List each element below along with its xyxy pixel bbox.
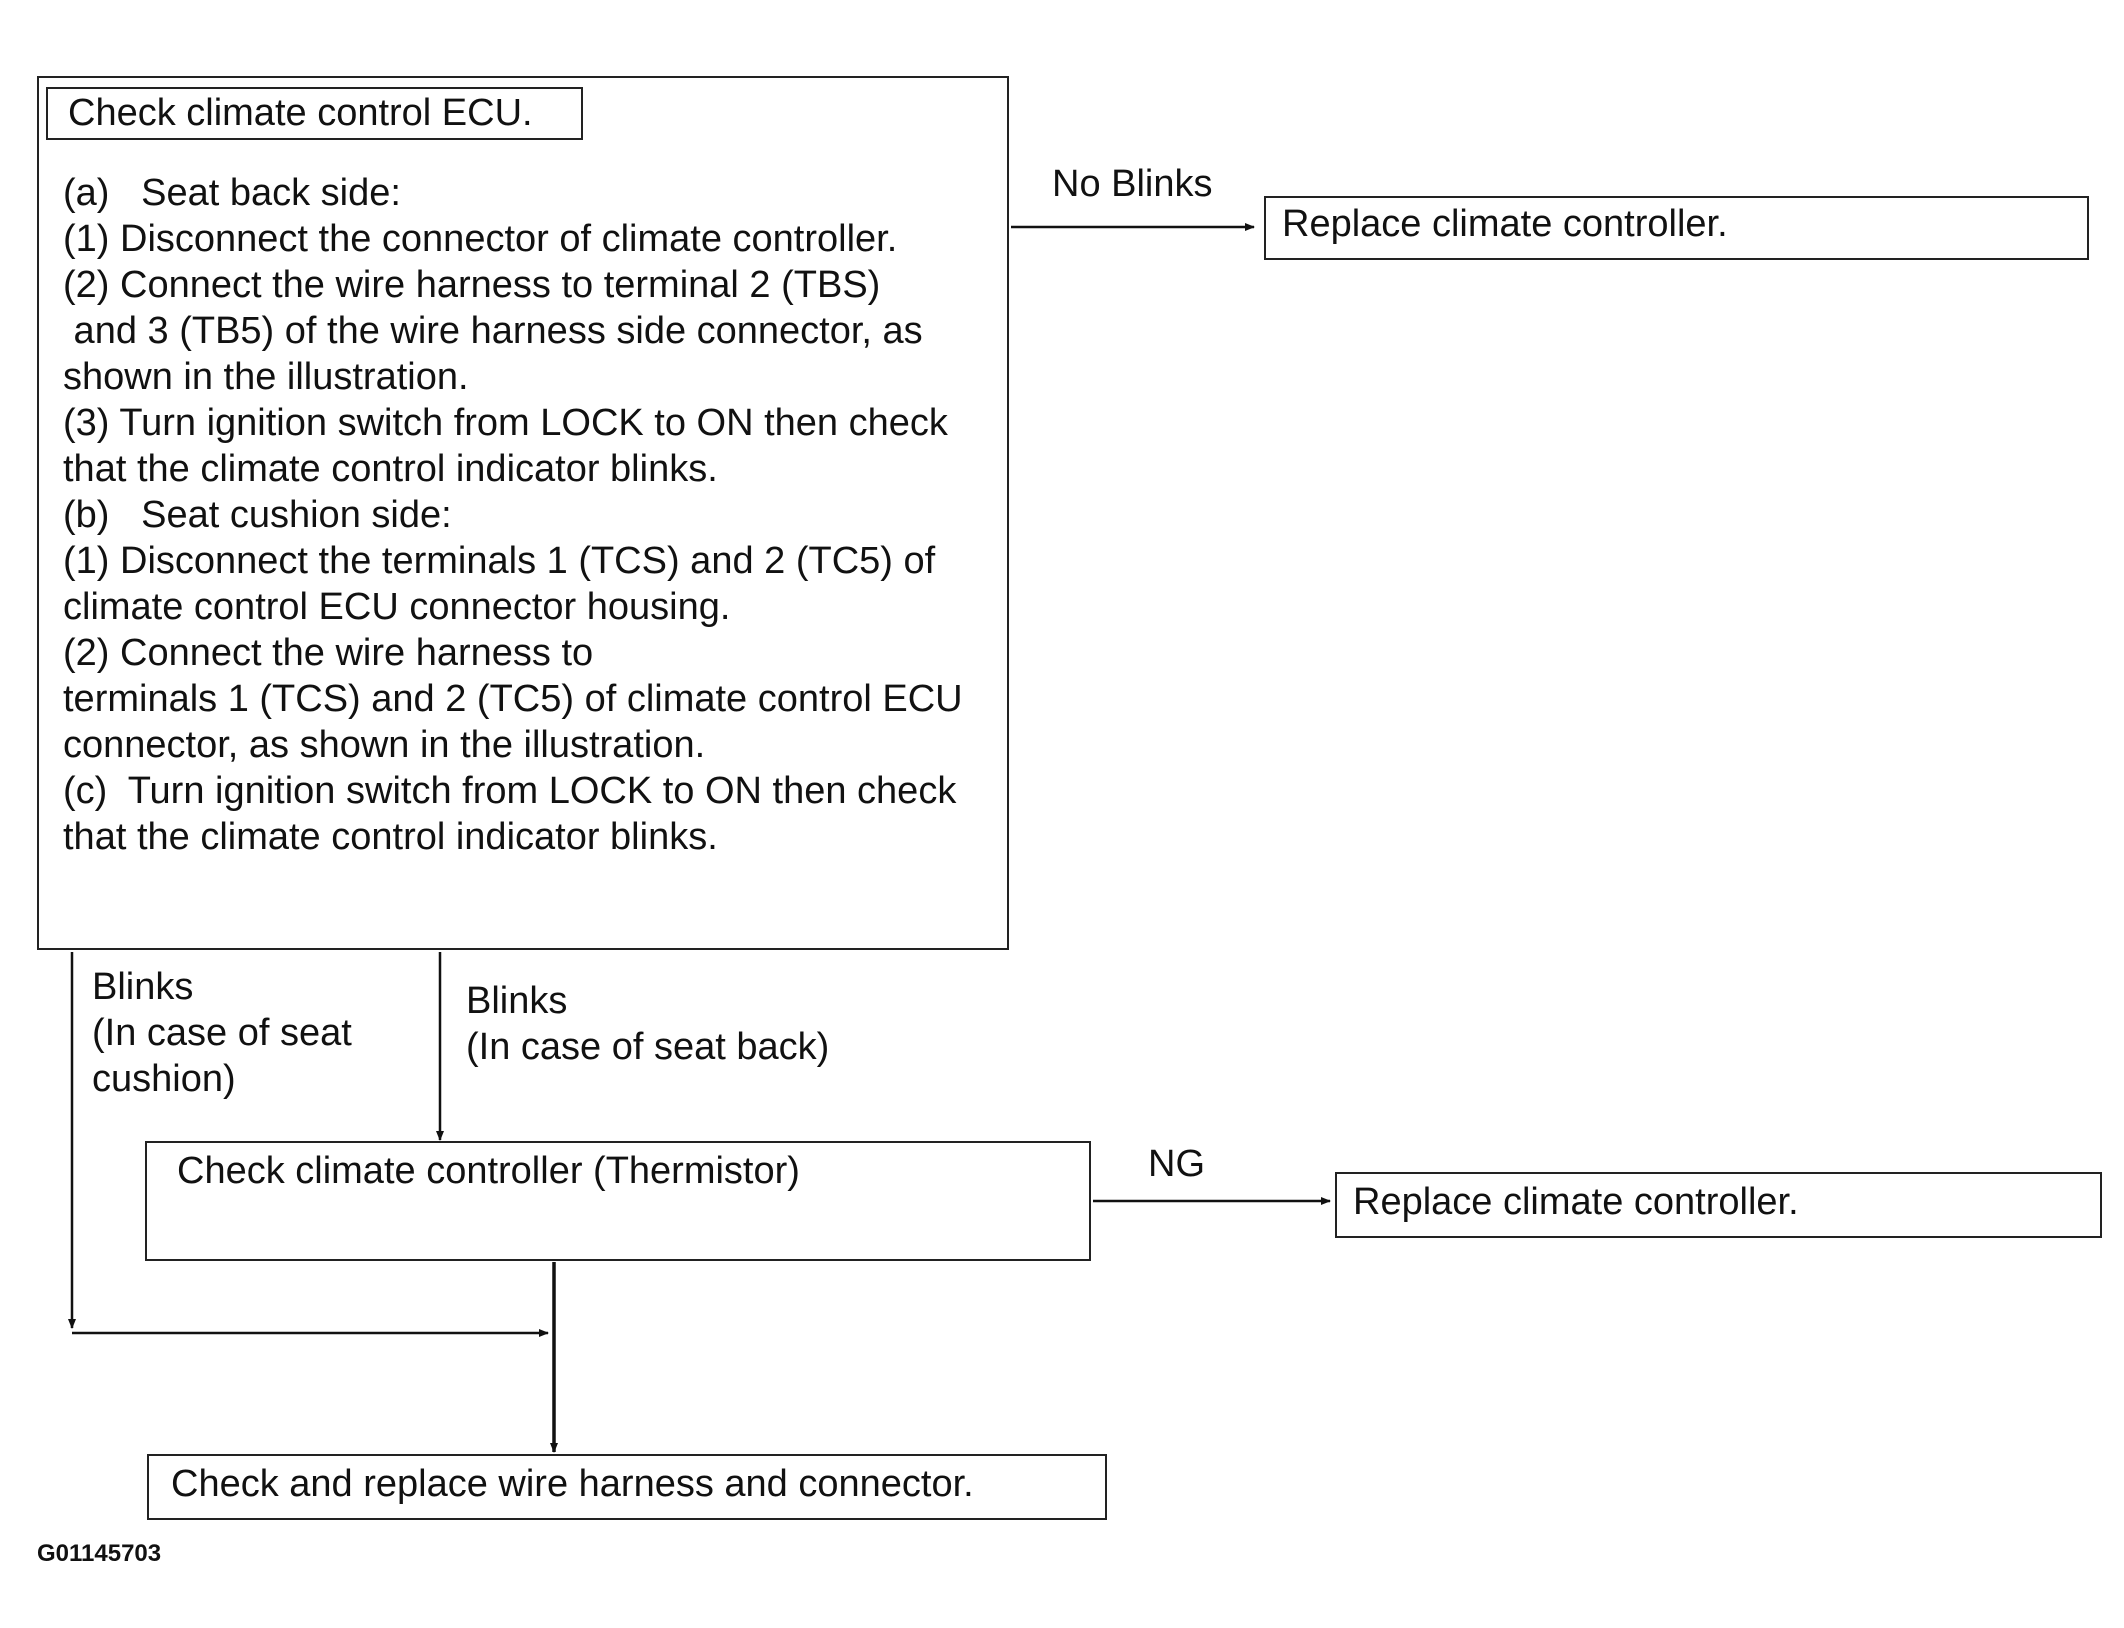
edge-label-blinks-back: Blinks (In case of seat back) bbox=[466, 978, 829, 1070]
step-line: connector, as shown in the illustration. bbox=[63, 724, 706, 766]
step-line: (1) Disconnect the terminals 1 (TCS) and… bbox=[63, 540, 936, 582]
figure-code: G01145703 bbox=[37, 1540, 162, 1567]
edge-label-ng: NG bbox=[1148, 1143, 1205, 1185]
check-harness-box: Check and replace wire harness and conne… bbox=[147, 1454, 1107, 1520]
edge-label-blinks-cushion: Blinks (In case of seat cushion) bbox=[92, 964, 352, 1102]
check-thermistor-box: Check climate controller (Thermistor) bbox=[145, 1141, 1091, 1261]
step-line: (a) Seat back side: bbox=[63, 172, 401, 214]
replace-controller-text-1: Replace climate controller. bbox=[1282, 203, 1728, 245]
edge-label-no-blinks: No Blinks bbox=[1052, 163, 1213, 205]
edge-label-line: cushion) bbox=[92, 1058, 236, 1100]
step-line: terminals 1 (TCS) and 2 (TC5) of climate… bbox=[63, 678, 963, 720]
edge-label-line: (In case of seat bbox=[92, 1012, 352, 1054]
check-harness-text: Check and replace wire harness and conne… bbox=[171, 1463, 974, 1505]
edge-label-line: Blinks bbox=[466, 980, 568, 1022]
check-ecu-title: Check climate control ECU. bbox=[46, 87, 583, 140]
step-line: (c) Turn ignition switch from LOCK to ON… bbox=[63, 770, 957, 812]
step-line: (b) Seat cushion side: bbox=[63, 494, 452, 536]
step-line: that the climate control indicator blink… bbox=[63, 448, 718, 490]
check-ecu-box: Check climate control ECU. (a) Seat back… bbox=[37, 76, 1009, 950]
step-line: climate control ECU connector housing. bbox=[63, 586, 731, 628]
replace-controller-box-1: Replace climate controller. bbox=[1264, 196, 2089, 260]
step-line: (2) Connect the wire harness to bbox=[63, 632, 594, 674]
check-thermistor-text: Check climate controller (Thermistor) bbox=[177, 1150, 800, 1192]
step-line: (1) Disconnect the connector of climate … bbox=[63, 218, 898, 260]
step-line: shown in the illustration. bbox=[63, 356, 469, 398]
check-ecu-steps: (a) Seat back side: (1) Disconnect the c… bbox=[63, 170, 963, 860]
replace-controller-text-2: Replace climate controller. bbox=[1353, 1181, 1799, 1223]
edge-label-line: Blinks bbox=[92, 966, 194, 1008]
replace-controller-box-2: Replace climate controller. bbox=[1335, 1172, 2102, 1238]
step-line: that the climate control indicator blink… bbox=[63, 816, 718, 858]
edge-label-line: (In case of seat back) bbox=[466, 1026, 830, 1068]
step-line: (3) Turn ignition switch from LOCK to ON… bbox=[63, 402, 948, 444]
step-line: and 3 (TB5) of the wire harness side con… bbox=[63, 310, 923, 352]
step-line: (2) Connect the wire harness to terminal… bbox=[63, 264, 881, 306]
